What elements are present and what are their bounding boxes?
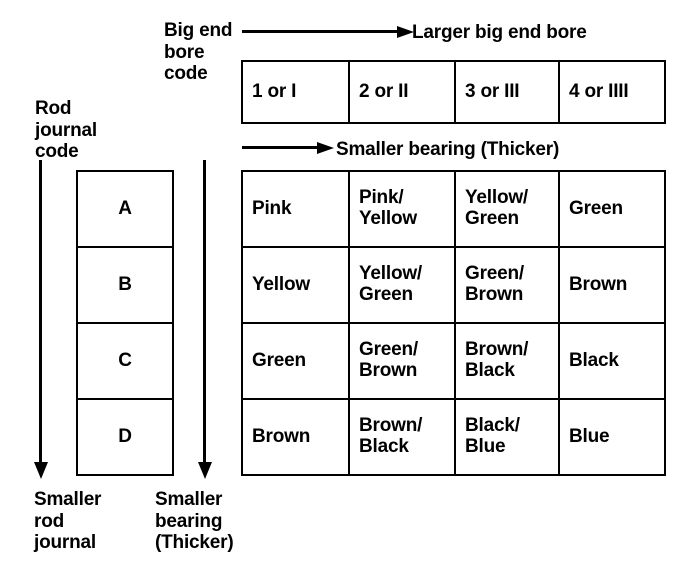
color-cell-c2: Green/ Brown xyxy=(348,322,456,400)
rod-journal-code-label: Rod journal code xyxy=(35,98,97,163)
color-cell-d3: Black/ Blue xyxy=(454,398,560,476)
bearing-down-arrow-icon xyxy=(198,160,212,480)
smaller-rod-journal-label: Smaller rod journal xyxy=(34,489,102,554)
color-cell-b4: Brown xyxy=(558,246,666,324)
color-cell-a3: Yellow/ Green xyxy=(454,170,560,248)
color-cell-d2: Brown/ Black xyxy=(348,398,456,476)
arrow-shaft xyxy=(242,146,320,149)
big-end-bore-right-arrow-icon xyxy=(242,26,416,38)
color-cell-b1: Yellow xyxy=(241,246,350,324)
table-row: Green Green/ Brown Brown/ Black Black xyxy=(241,322,666,400)
table-row: Yellow Yellow/ Green Green/ Brown Brown xyxy=(241,246,666,324)
arrow-shaft xyxy=(203,160,206,463)
arrow-head xyxy=(317,142,334,154)
color-cell-b3: Green/ Brown xyxy=(454,246,560,324)
rod-code-cell-d: D xyxy=(76,398,174,476)
smaller-bearing-thicker-bottom-label: Smaller bearing (Thicker) xyxy=(155,489,234,554)
table-row: 1 or I 2 or II 3 or III 4 or IIII xyxy=(241,60,666,124)
bore-code-cell-2: 2 or II xyxy=(348,60,456,124)
color-cell-a1: Pink xyxy=(241,170,350,248)
rod-code-cell-c: C xyxy=(76,322,174,400)
table-row: D xyxy=(76,398,174,476)
bore-code-header-table: 1 or I 2 or II 3 or III 4 or IIII xyxy=(241,60,666,124)
color-cell-c4: Black xyxy=(558,322,666,400)
arrow-head xyxy=(34,462,48,479)
bore-code-cell-4: 4 or IIII xyxy=(558,60,666,124)
table-row: C xyxy=(76,322,174,400)
table-row: B xyxy=(76,246,174,324)
color-cell-d4: Blue xyxy=(558,398,666,476)
color-cell-b2: Yellow/ Green xyxy=(348,246,456,324)
color-cell-a4: Green xyxy=(558,170,666,248)
table-row: Brown Brown/ Black Black/ Blue Blue xyxy=(241,398,666,476)
bore-code-cell-1: 1 or I xyxy=(241,60,350,124)
bore-code-cell-3: 3 or III xyxy=(454,60,560,124)
larger-big-end-bore-label: Larger big end bore xyxy=(412,22,587,43)
color-cell-a2: Pink/ Yellow xyxy=(348,170,456,248)
arrow-shaft xyxy=(242,30,400,33)
rod-journal-down-arrow-icon xyxy=(34,160,48,480)
rod-code-cell-a: A xyxy=(76,170,174,248)
arrow-shaft xyxy=(39,160,42,463)
big-end-bore-code-label: Big end bore code xyxy=(164,20,233,85)
table-row: Pink Pink/ Yellow Yellow/ Green Green xyxy=(241,170,666,248)
rod-code-cell-b: B xyxy=(76,246,174,324)
smaller-bearing-thicker-label: Smaller bearing (Thicker) xyxy=(336,139,560,160)
bearing-color-matrix-table: Pink Pink/ Yellow Yellow/ Green Green Ye… xyxy=(241,170,666,476)
color-cell-c1: Green xyxy=(241,322,350,400)
arrow-head xyxy=(397,26,414,38)
table-row: A xyxy=(76,170,174,248)
color-cell-d1: Brown xyxy=(241,398,350,476)
color-cell-c3: Brown/ Black xyxy=(454,322,560,400)
arrow-head xyxy=(198,462,212,479)
smaller-bearing-right-arrow-icon xyxy=(242,142,336,154)
rod-journal-code-table: A B C D xyxy=(76,170,174,476)
